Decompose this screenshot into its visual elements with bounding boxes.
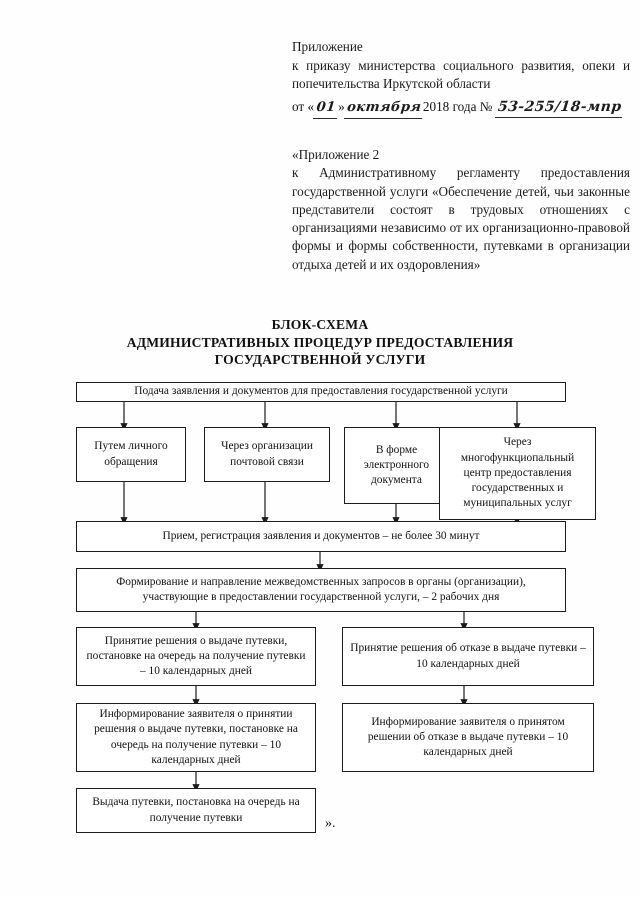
- appendix-reference-block: «Приложение 2 к Административному реглам…: [292, 146, 630, 274]
- node-inform-refusal-label: Информирование заявителя о принятом реше…: [367, 715, 569, 759]
- node-issue-voucher-label: Выдача путевки, постановка на очередь на…: [92, 796, 300, 824]
- node-decision-grant-label: Принятие решения о выдаче путевки, поста…: [86, 634, 306, 678]
- node-inform-grant: Информирование заявителя о принятии реше…: [76, 703, 316, 772]
- node-reception-label: Прием, регистрация заявления и документо…: [162, 529, 480, 542]
- node-reception: Прием, регистрация заявления и документо…: [76, 521, 566, 552]
- node-channel-post-label: Через организации почтовой связи: [221, 440, 313, 468]
- node-channel-electronic-label: В форме электронного документа: [363, 443, 430, 487]
- date-quote-close: »: [338, 98, 345, 114]
- appendix-word: Приложение: [292, 39, 363, 54]
- page-title: БЛОК-СХЕМА АДМИНИСТРАТИВНЫХ ПРОЦЕДУР ПРЕ…: [30, 316, 610, 369]
- title-line-3: ГОСУДАРСТВЕННОЙ УСЛУГИ: [214, 352, 426, 367]
- node-interagency-requests: Формирование и направление межведомствен…: [76, 568, 566, 612]
- node-issue-voucher: Выдача путевки, постановка на очередь на…: [76, 788, 316, 833]
- node-channel-mfc: Через многофункциопальный центр предоста…: [439, 427, 596, 520]
- node-channel-electronic: В форме электронного документа: [344, 427, 449, 504]
- closing-quote: ».: [325, 816, 336, 831]
- appendix-title: «Приложение 2: [292, 147, 380, 162]
- date-year: 2018 года: [422, 98, 477, 114]
- appendix-body: к Административному регламенту предостав…: [292, 165, 630, 272]
- node-channel-mfc-label: Через многофункциопальный центр предоста…: [460, 436, 575, 510]
- order-reference-text: к приказу министерства социального разви…: [292, 57, 630, 92]
- document-header: Приложение к приказу министерства социал…: [292, 38, 630, 119]
- date-prefix: от «: [292, 98, 315, 114]
- node-channel-post: Через организации почтовой связи: [204, 427, 330, 482]
- order-date-line: от «01»октября2018 года № 53-255/18-мпр: [292, 96, 630, 119]
- node-submission: Подача заявления и документов для предос…: [76, 382, 566, 402]
- node-submission-label: Подача заявления и документов для предос…: [134, 385, 508, 398]
- node-channel-personal-label: Путем личного обращения: [94, 440, 168, 468]
- title-line-2: АДМИНИСТРАТИВНЫХ ПРОЦЕДУР ПРЕДОСТАВЛЕНИЯ: [126, 334, 514, 350]
- node-channel-personal: Путем личного обращения: [76, 427, 186, 482]
- node-decision-grant: Принятие решения о выдаче путевки, поста…: [76, 627, 316, 686]
- node-interagency-requests-label: Формирование и направление межведомствен…: [116, 575, 526, 603]
- node-decision-refusal: Принятие решения об отказе в выдаче путе…: [342, 627, 594, 686]
- node-inform-refusal: Информирование заявителя о принятом реше…: [342, 703, 594, 772]
- number-label: №: [479, 98, 493, 114]
- node-inform-grant-label: Информирование заявителя о принятии реше…: [94, 708, 298, 766]
- title-line-1: БЛОК-СХЕМА: [271, 317, 369, 332]
- node-decision-refusal-label: Принятие решения об отказе в выдаче путе…: [350, 642, 586, 670]
